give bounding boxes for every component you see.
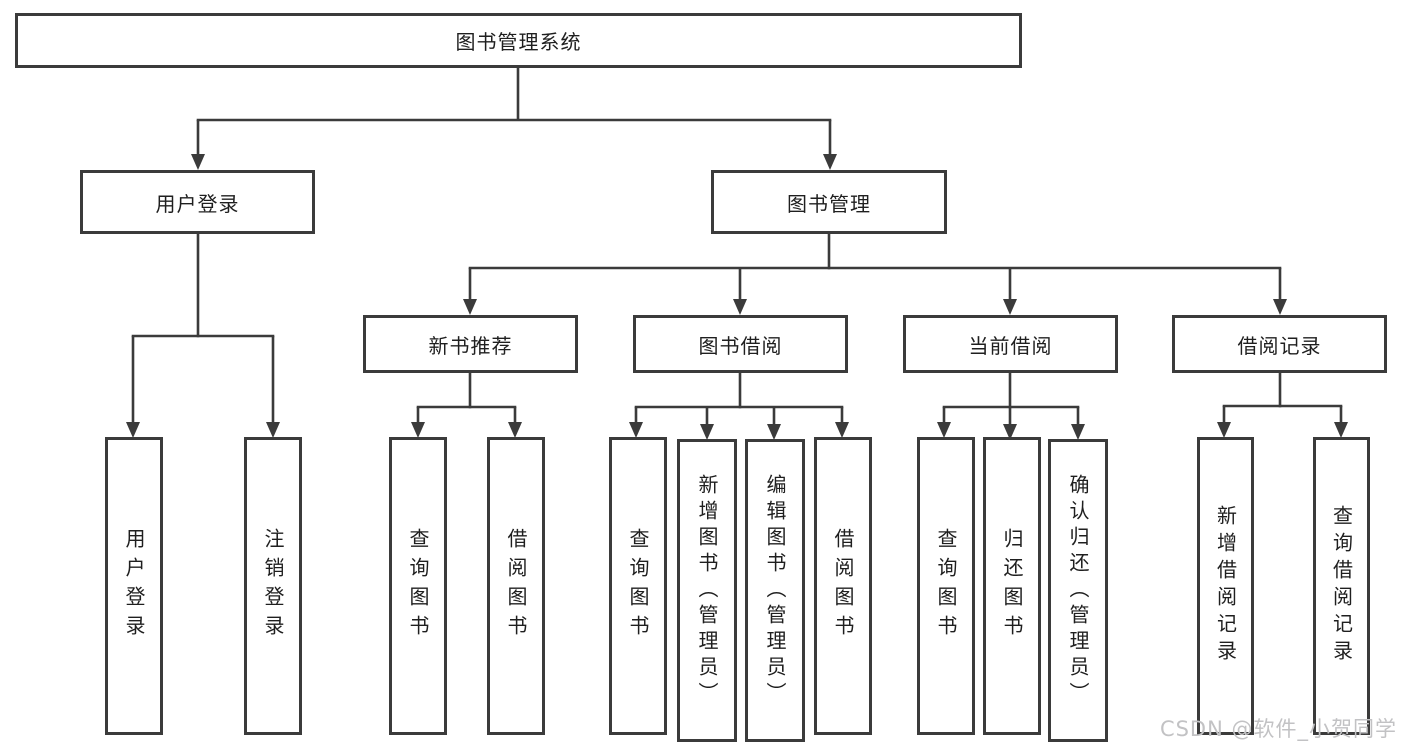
node-label: 当前借阅 [968, 333, 1053, 358]
leaf-add-borrow-record: 新增借阅记录 [1197, 437, 1254, 735]
node-label: 图书管理 [787, 191, 871, 216]
node-label: 编辑图书（管理员） [763, 473, 787, 708]
node-label: 用户登录 [122, 528, 146, 644]
csdn-watermark: CSDN @软件_小贺同学 [1159, 717, 1397, 741]
leaf-query-book-borrow: 查询图书 [609, 437, 667, 735]
leaf-logout: 注销登录 [244, 437, 302, 735]
node-book-borrow: 图书借阅 [633, 315, 848, 373]
node-label: 图书借阅 [698, 333, 783, 358]
node-new-book-recommend: 新书推荐 [363, 315, 578, 373]
leaf-confirm-return-admin: 确认归还（管理员） [1048, 439, 1108, 742]
node-label: 借阅记录 [1237, 333, 1322, 358]
node-label: 注销登录 [261, 528, 285, 644]
leaf-borrow-book-recommend: 借阅图书 [487, 437, 545, 735]
node-label: 查询图书 [626, 528, 650, 644]
leaf-return-book: 归还图书 [983, 437, 1041, 735]
node-root-library-system: 图书管理系统 [15, 13, 1022, 68]
node-borrow-record: 借阅记录 [1172, 315, 1387, 373]
leaf-edit-book-admin: 编辑图书（管理员） [745, 439, 805, 742]
node-label: 新书推荐 [428, 333, 513, 358]
leaf-borrow-book: 借阅图书 [814, 437, 872, 735]
node-current-borrow: 当前借阅 [903, 315, 1118, 373]
leaf-add-book-admin: 新增图书（管理员） [677, 439, 737, 742]
node-user-login: 用户登录 [80, 170, 315, 234]
leaf-query-book-recommend: 查询图书 [389, 437, 447, 735]
node-label: 归还图书 [1000, 528, 1024, 644]
node-label: 用户登录 [155, 191, 240, 216]
leaf-query-borrow-record: 查询借阅记录 [1313, 437, 1370, 735]
node-label: 查询图书 [406, 528, 430, 644]
leaf-user-login: 用户登录 [105, 437, 163, 735]
node-label: 借阅图书 [831, 528, 855, 644]
node-label: 确认归还（管理员） [1066, 473, 1090, 708]
node-label: 借阅图书 [504, 528, 528, 644]
node-label: 查询图书 [934, 528, 958, 644]
node-label: 新增借阅记录 [1213, 505, 1238, 667]
node-label: 图书管理系统 [455, 30, 582, 54]
node-label: 查询借阅记录 [1329, 505, 1354, 667]
leaf-query-book-current: 查询图书 [917, 437, 975, 735]
node-book-management: 图书管理 [711, 170, 947, 234]
node-label: 新增图书（管理员） [695, 473, 719, 708]
